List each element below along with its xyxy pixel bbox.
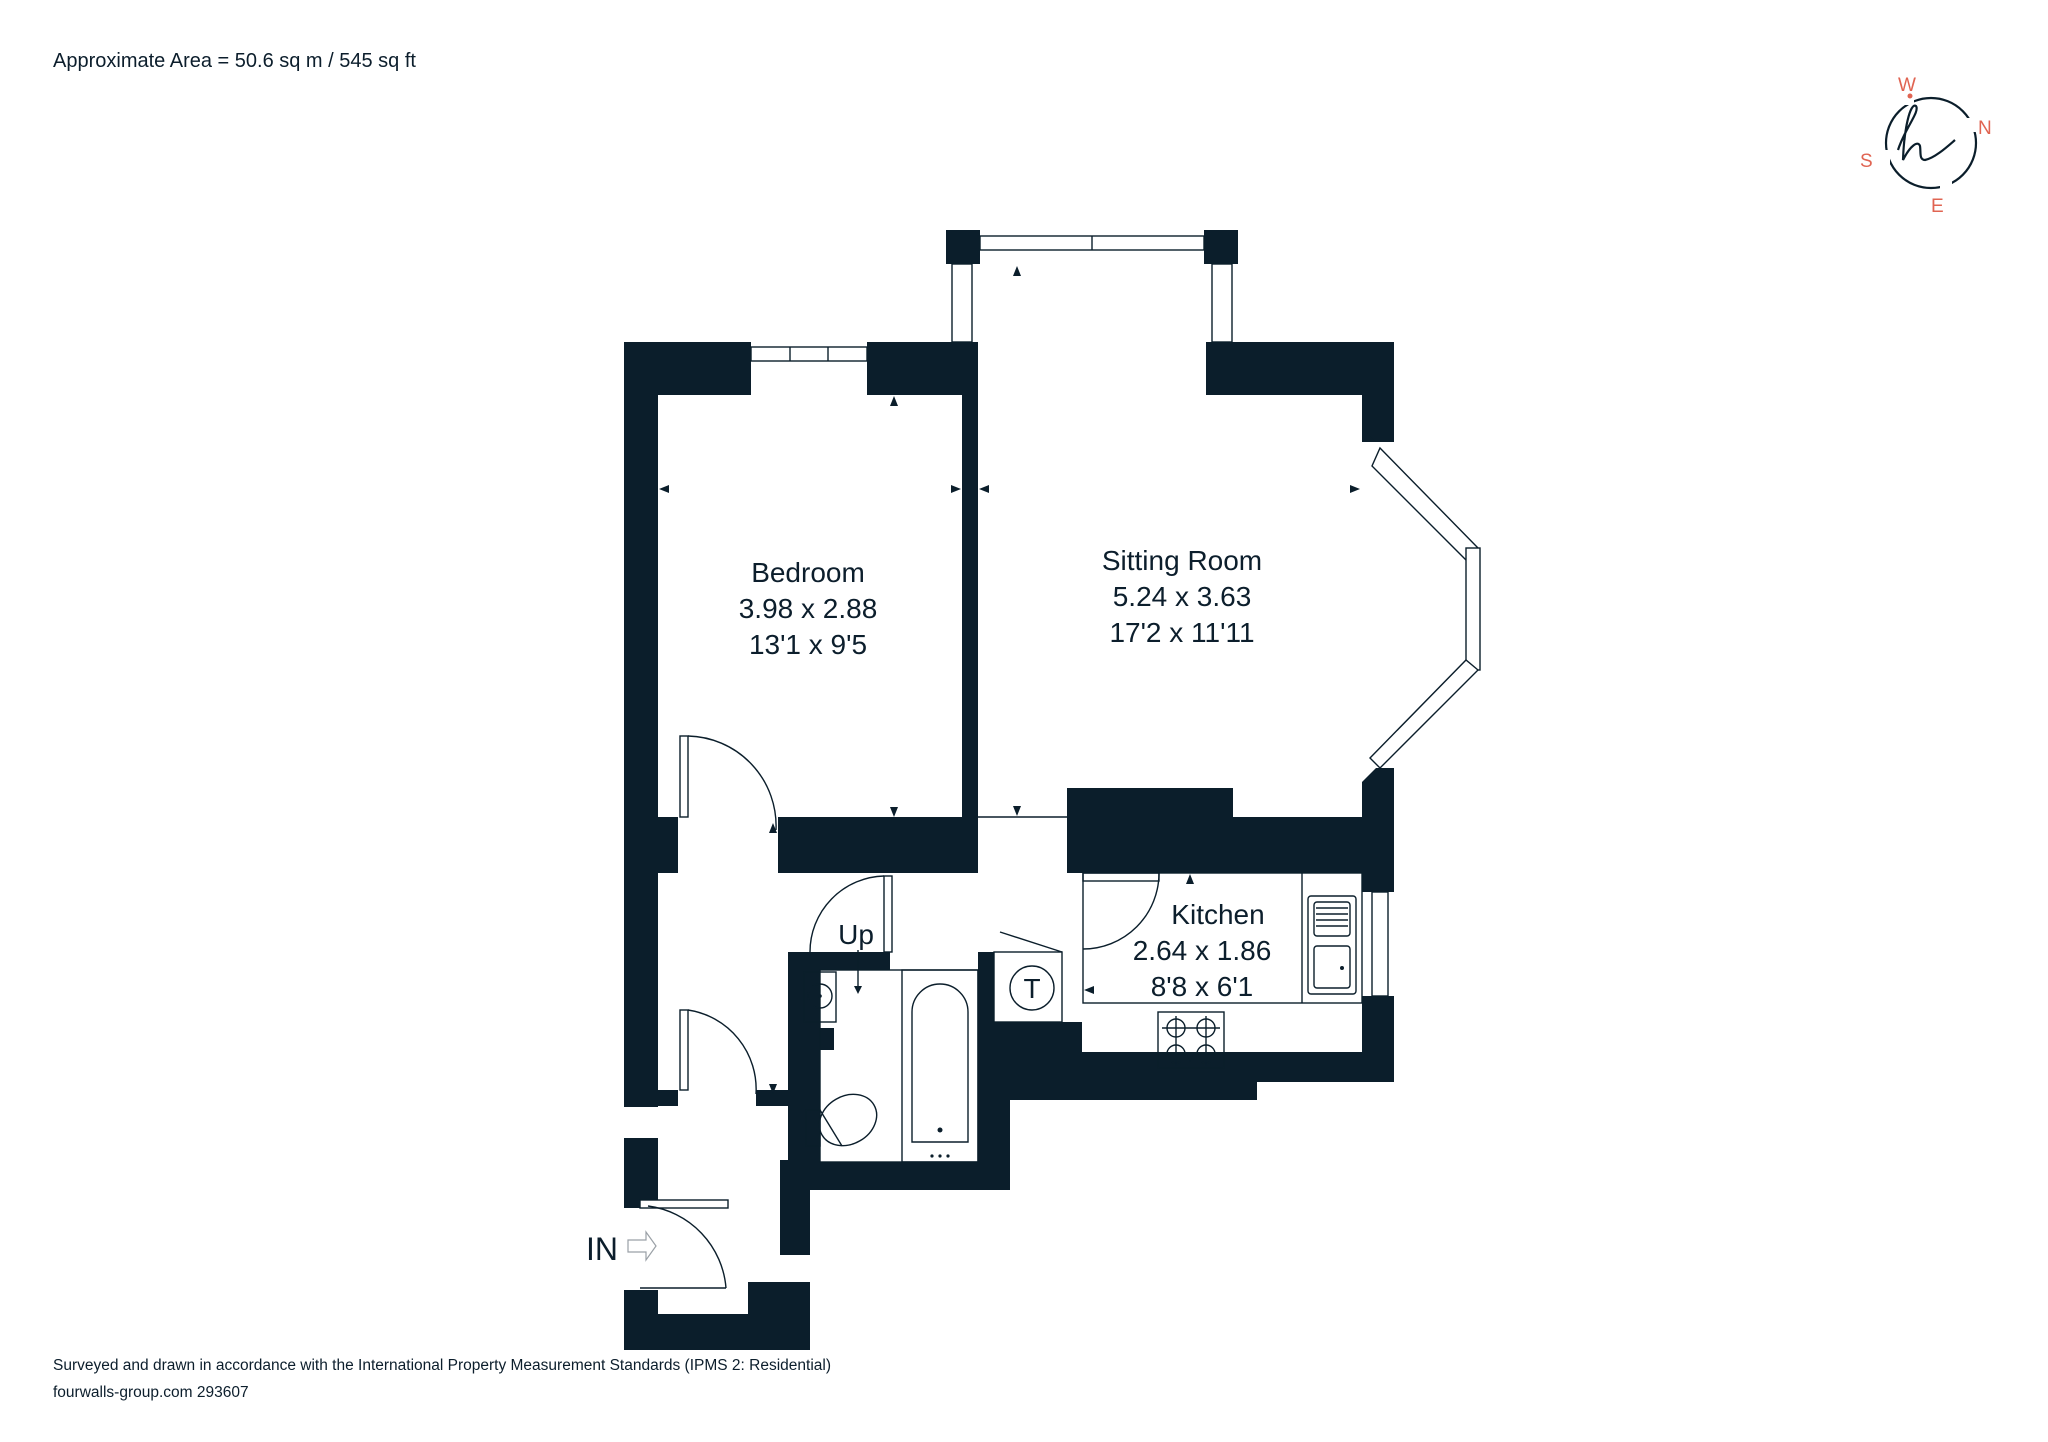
bath xyxy=(901,969,979,1163)
north-marker-dot xyxy=(1907,93,1913,99)
kitchen-imperial: 8'8 x 6'1 xyxy=(1151,971,1254,1002)
standards-note: Surveyed and drawn in accordance with th… xyxy=(53,1357,831,1374)
bedroom-imperial: 13'1 x 9'5 xyxy=(749,629,867,660)
sink xyxy=(1307,895,1357,995)
entrance-label: IN xyxy=(586,1231,618,1267)
toilet-bowl-icon xyxy=(818,1093,878,1147)
basin xyxy=(803,971,837,1023)
kitchen-door-swing xyxy=(1082,872,1160,950)
fixtures xyxy=(803,872,1363,1163)
bedroom-door-leaf xyxy=(679,735,689,818)
bedroom-metric: 3.98 x 2.88 xyxy=(739,593,878,624)
bedroom-door-swing xyxy=(687,735,777,831)
sink-bowl-icon xyxy=(1313,945,1351,989)
compass: W N S E xyxy=(1860,75,1992,217)
bay-window-side xyxy=(1465,547,1481,671)
basin-bowl-icon xyxy=(807,983,833,1009)
entrance-door-leaf xyxy=(639,1199,729,1209)
bathroom-door-leaf xyxy=(883,875,893,953)
entrance-door-swing xyxy=(647,1205,727,1289)
approximate-area-text: Approximate Area = 50.6 sq m / 545 sq ft xyxy=(53,50,416,72)
bathroom-door-swing xyxy=(809,875,885,953)
sitting-room-name: Sitting Room xyxy=(1102,545,1262,576)
compass-east: E xyxy=(1931,196,1944,217)
reference-note: fourwalls-group.com 293607 xyxy=(53,1384,249,1401)
bay-window-lower-diagonal xyxy=(1369,659,1480,769)
room-labels: Bedroom 3.98 x 2.88 13'1 x 9'5 Sitting R… xyxy=(586,545,1271,1267)
bay-window-upper-diagonal xyxy=(1371,446,1479,561)
script-h-logo-icon xyxy=(1896,104,1956,162)
cupboard-door xyxy=(999,931,1063,953)
sink-drainer-icon xyxy=(1313,901,1351,937)
windows xyxy=(750,235,1481,997)
cupboard-label: T xyxy=(1023,973,1040,1004)
compass-south: S xyxy=(1860,151,1873,172)
hall-door-swing xyxy=(687,1009,757,1095)
compass-north: N xyxy=(1978,118,1992,139)
kitchen-metric: 2.64 x 1.86 xyxy=(1133,935,1272,966)
measurement-markers xyxy=(659,266,1360,1094)
bath-tub-icon xyxy=(911,983,969,1143)
kitchen-name: Kitchen xyxy=(1171,899,1264,930)
kitchen-counter xyxy=(1082,872,1363,1004)
entrance-arrow-icon xyxy=(627,1230,657,1262)
compass-ring xyxy=(1884,96,1978,190)
compass-west: W xyxy=(1898,75,1916,96)
sitting-room-metric: 5.24 x 3.63 xyxy=(1113,581,1252,612)
kitchen-door-leaf xyxy=(1082,872,1160,882)
stairs-label: Up xyxy=(838,919,874,950)
walls xyxy=(624,230,1394,1350)
bay-window-left xyxy=(951,263,973,343)
bedroom-name: Bedroom xyxy=(751,557,865,588)
bedroom-window xyxy=(750,346,868,362)
cupboard xyxy=(993,951,1063,1023)
sitting-room-imperial: 17'2 x 11'11 xyxy=(1109,617,1254,648)
kitchen-window xyxy=(1371,891,1389,997)
boiler-circle xyxy=(1009,965,1055,1011)
hob xyxy=(1157,1011,1225,1069)
bay-window-right xyxy=(1211,263,1233,343)
hall-door-leaf xyxy=(679,1009,689,1091)
doors xyxy=(639,735,1160,1289)
